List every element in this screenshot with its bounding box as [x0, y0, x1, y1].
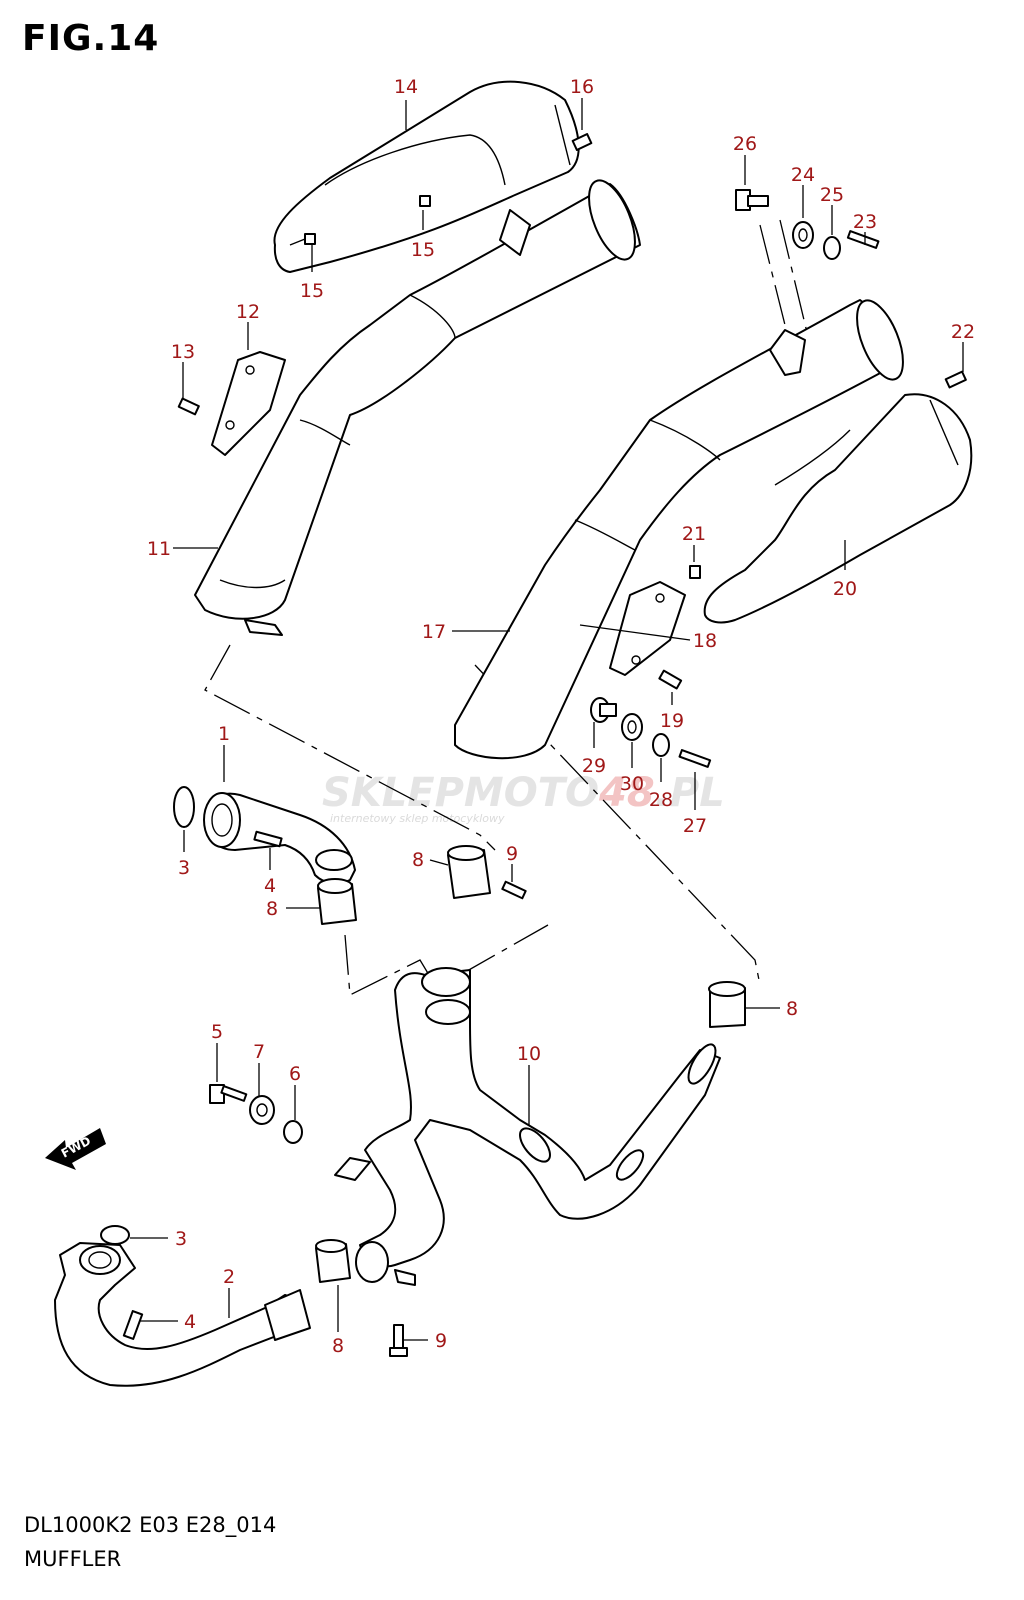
leader-lines: [130, 98, 964, 1341]
callout-10: 10: [517, 1043, 541, 1065]
alignment-line-left: [204, 644, 496, 851]
bolt-22: [944, 370, 967, 389]
callout-23: 23: [853, 211, 877, 233]
bracket-plate-12: [211, 351, 286, 456]
callout-9: 9: [435, 1330, 447, 1352]
damper-24: [792, 221, 814, 249]
callout-8: 8: [332, 1335, 344, 1357]
watermark: SKLEPMOTO48.PL internetowy sklep motocyk…: [322, 770, 725, 825]
callout-labels: 14 16 15 15 12 13 11 26 24 25 23 22 21 2…: [147, 76, 975, 1357]
damper-7: [249, 1095, 275, 1125]
callout-24: 24: [791, 164, 815, 186]
washer-25: [823, 236, 841, 260]
callout-17: 17: [422, 621, 446, 643]
section-name: MUFFLER: [24, 1547, 122, 1571]
clip-15: [304, 195, 431, 245]
callout-29: 29: [582, 755, 606, 777]
watermark-brand: SKLEPMOTO48.PL: [322, 770, 725, 816]
washer-6: [283, 1120, 303, 1144]
callout-4: 4: [184, 1311, 196, 1333]
callout-8: 8: [412, 849, 424, 871]
gasket-3-lower: [100, 1225, 130, 1245]
bolt-9-upper: [501, 880, 527, 900]
watermark-tagline: internetowy sklep motocyklowy: [330, 812, 505, 825]
diagram-footer: DL1000K2 E03 E28_014 MUFFLER: [24, 1508, 276, 1576]
stud-4-upper: [253, 830, 283, 848]
callout-14: 14: [394, 76, 418, 98]
alignment-line-right: [474, 664, 761, 986]
callout-13: 13: [171, 341, 195, 363]
front-pipe-2: [54, 1242, 311, 1387]
callout-19: 19: [660, 710, 684, 732]
callout-8: 8: [266, 898, 278, 920]
bolt-16: [571, 133, 593, 151]
callout-6: 6: [289, 1063, 301, 1085]
bracket-18: [609, 581, 686, 676]
sleeve-8-upper-left: [317, 878, 357, 925]
callout-4: 4: [264, 875, 276, 897]
callout-1: 1: [218, 723, 230, 745]
muffler-right: [454, 299, 904, 760]
callout-15: 15: [300, 280, 324, 302]
callout-9: 9: [506, 843, 518, 865]
alignment-line-bolt26: [779, 219, 811, 346]
callout-11: 11: [147, 538, 171, 560]
bolt-26: [735, 189, 769, 211]
callout-18: 18: [693, 630, 717, 652]
sleeve-8-right: [708, 981, 746, 1028]
callout-8: 8: [786, 998, 798, 1020]
sleeve-8-lower: [315, 1239, 351, 1283]
callout-7: 7: [253, 1041, 265, 1063]
fwd-arrow-icon: FWD: [45, 1128, 106, 1170]
gasket-3-upper: [173, 786, 195, 828]
callout-16: 16: [570, 76, 594, 98]
alignment-line-center-b: [459, 924, 549, 976]
callout-15: 15: [411, 239, 435, 261]
collar-29: [590, 697, 617, 723]
callout-20: 20: [833, 578, 857, 600]
figure-title: FIG.14: [22, 18, 160, 59]
muffler-left: [194, 179, 641, 636]
clip-21: [689, 565, 701, 579]
callout-28: 28: [649, 789, 673, 811]
bolt-27: [678, 749, 712, 768]
washer-28: [652, 733, 670, 757]
sleeve-8-center: [447, 845, 491, 899]
bolt-13: [177, 397, 200, 416]
callout-22: 22: [951, 321, 975, 343]
callout-5: 5: [211, 1021, 223, 1043]
callout-2: 2: [223, 1266, 235, 1288]
bolt-19: [658, 669, 683, 690]
heat-shield-left: [273, 80, 580, 273]
stud-4-lower: [122, 1310, 144, 1340]
callout-25: 25: [820, 184, 844, 206]
center-pipe-10: [334, 967, 721, 1286]
callout-30: 30: [620, 773, 644, 795]
bolt-5: [209, 1084, 248, 1104]
damper-30: [621, 713, 643, 741]
bolt-23: [846, 230, 880, 249]
model-code: DL1000K2 E03 E28_014: [24, 1513, 277, 1537]
callout-12: 12: [236, 301, 260, 323]
callout-3: 3: [175, 1228, 187, 1250]
heat-shield-right: [703, 393, 973, 624]
callout-3: 3: [178, 857, 190, 879]
callout-26: 26: [733, 133, 757, 155]
alignment-line-bracket: [759, 224, 791, 346]
callout-21: 21: [682, 523, 706, 545]
callout-27: 27: [683, 815, 707, 837]
